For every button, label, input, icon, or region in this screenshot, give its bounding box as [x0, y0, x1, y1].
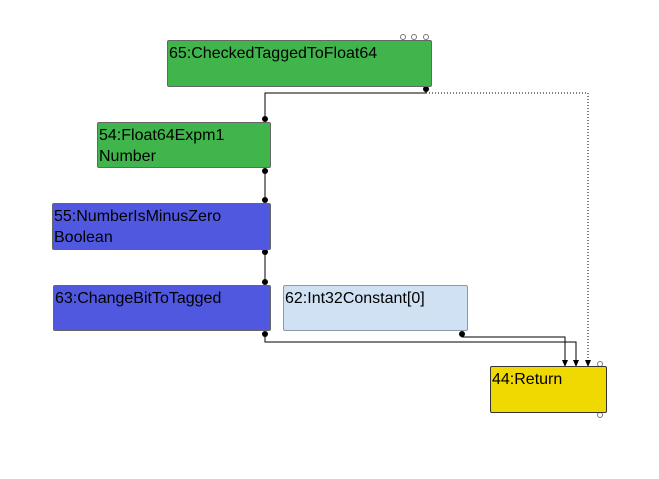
node-label: 65:CheckedTaggedToFloat64 — [169, 45, 378, 62]
edge-62-to-44[interactable] — [461, 334, 566, 362]
node-type: Boolean — [54, 229, 113, 246]
unconnected-port-circle[interactable] — [411, 34, 417, 40]
output-port-dot — [423, 86, 429, 92]
node-label: 54:Float64Expm1 — [99, 127, 225, 144]
input-arrow — [585, 360, 591, 367]
input-port-dot — [262, 197, 268, 203]
output-port-dot — [262, 168, 268, 174]
node-65-checked-tagged-to-float64[interactable]: 65:CheckedTaggedToFloat64 — [167, 40, 432, 87]
node-62-int32-constant[interactable]: 62:Int32Constant[0] — [283, 285, 468, 331]
input-port-dot — [262, 279, 268, 285]
edge-65-to-44-dotted[interactable] — [426, 92, 589, 362]
node-label: 55:NumberIsMinusZero — [54, 208, 222, 225]
node-44-return[interactable]: 44:Return — [490, 366, 607, 413]
output-port-dot — [262, 331, 268, 337]
unconnected-port-circle[interactable] — [423, 34, 429, 40]
node-55-number-is-minus-zero[interactable]: 55:NumberIsMinusZero Boolean — [52, 203, 271, 250]
node-63-change-bit-to-tagged[interactable]: 63:ChangeBitToTagged — [53, 285, 271, 331]
input-port-dot — [262, 116, 268, 122]
node-label: 63:ChangeBitToTagged — [55, 290, 222, 307]
edge-63-to-44[interactable] — [264, 334, 577, 362]
input-arrow — [562, 360, 568, 367]
edge-65-to-54[interactable] — [264, 89, 427, 119]
output-port-dot — [262, 249, 268, 255]
node-type: Number — [99, 148, 156, 165]
node-label: 62:Int32Constant[0] — [285, 290, 425, 307]
output-port-dot — [459, 331, 465, 337]
unconnected-port-circle[interactable] — [597, 412, 603, 418]
node-54-float64-expm1[interactable]: 54:Float64Expm1 Number — [97, 122, 271, 168]
node-label: 44:Return — [492, 371, 563, 388]
unconnected-port-circle[interactable] — [400, 34, 406, 40]
input-arrow — [573, 360, 579, 367]
